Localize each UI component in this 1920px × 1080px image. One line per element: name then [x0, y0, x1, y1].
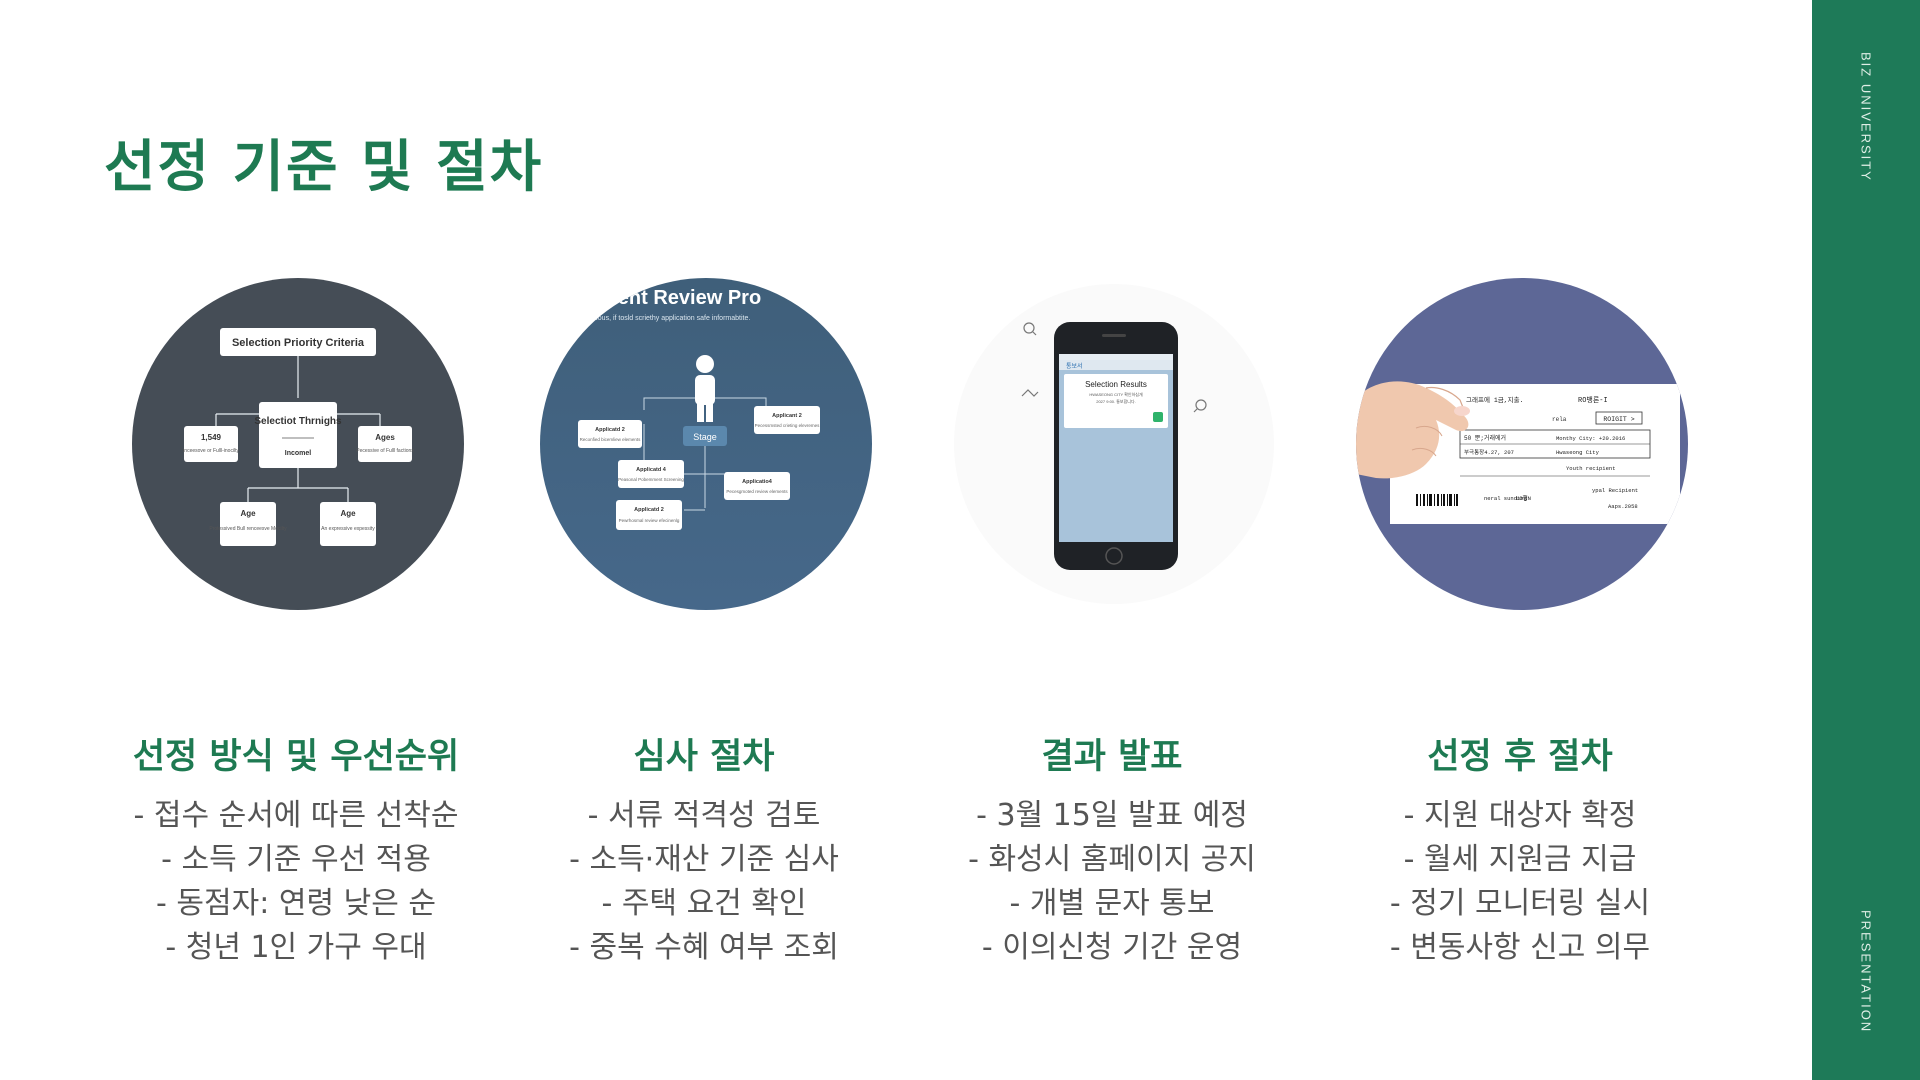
bullet-item: - 주택 요건 확인 [601, 886, 807, 921]
hand-image [1356, 381, 1470, 479]
bullet-item: - 서류 적격성 검토 [587, 798, 821, 833]
wave-icon [1021, 389, 1039, 397]
bullet-list: - 접수 순서에 따른 선착순 - 소득 기준 우선 적용 - 동점자: 연령 … [92, 794, 500, 970]
phone-card-line1: HWASEONG CITY 확인하십개 [1089, 391, 1143, 397]
person-icon [695, 355, 715, 422]
phone-call-icon [1153, 412, 1163, 422]
bullet-item: - 화성시 홈페이지 공지 [968, 842, 1256, 877]
bullet-item: - 이의신청 기간 운영 [981, 930, 1243, 965]
flowchart-right-sub: Pecessive of Fulll factions [356, 448, 414, 454]
review-box-title: Applicatd 2 [595, 427, 625, 433]
card-row2-right: Hwaseong City [1556, 449, 1600, 456]
review-box-sub: Pecesgmoted review elements [726, 489, 788, 494]
bullet-item: - 정기 모니터링 실시 [1389, 886, 1651, 921]
phone-image: 통보서 Selection Results HWASEONG CITY 확인하십… [948, 278, 1280, 610]
bullet-item: - 지원 대상자 확정 [1403, 798, 1637, 833]
criteria-flowchart-image: Selection Priority Criteria Selectiot Th… [132, 278, 464, 610]
review-diagram-image: ment Review Pro obous, if tosld scriethy… [540, 278, 872, 610]
bullet-item: - 동점자: 연령 낮은 순 [156, 886, 436, 921]
column-heading: 선정 후 절차 [1427, 737, 1613, 777]
search-icon [1023, 322, 1035, 334]
review-box-sub: Reconfied bicemliew elements [580, 437, 642, 442]
slide-title: 선정 기준 및 절차 [104, 135, 544, 200]
flowchart-right-title: Ages [375, 433, 395, 442]
card-button-label: ROIGIT > [1603, 416, 1634, 423]
flowchart-center-sub: Incomel [285, 450, 312, 457]
card-row1-left: 50 뿐;거래에거 [1464, 434, 1506, 442]
card-header-left: 그래프에 1금,지출. [1466, 395, 1523, 404]
bullet-item: - 3월 15일 발표 예정 [976, 798, 1248, 833]
bullet-list: - 지원 대상자 확정 - 월세 지원금 지급 - 정기 모니터링 실시 - 변… [1316, 794, 1724, 970]
bullet-list: - 3월 15일 발표 예정 - 화성시 홈페이지 공지 - 개별 문자 통보 … [908, 794, 1316, 970]
review-box-sub: Peasonal Pobemment Screening [618, 477, 684, 482]
card-foot-right2: Aaps.2058 [1608, 503, 1638, 510]
bullet-item: - 월세 지원금 지급 [1403, 842, 1637, 877]
flowchart-bottom-right-sub: An expressive expessity [321, 526, 375, 532]
card-row2-left: 부극통장4.27, 207 [1464, 449, 1514, 456]
card-row1-right: Monthy City: +20.2016 [1556, 435, 1625, 442]
columns: Selection Priority Criteria Selectiot Th… [92, 278, 1724, 970]
flowchart-center-title: Selectiot Thrnighs [254, 416, 342, 427]
card-foot-mid: LO행N [1516, 494, 1531, 502]
review-box-title: Applicatd 4 [636, 467, 667, 473]
bullet-list: - 서류 적격성 검토 - 소득·재산 기준 심사 - 주택 요건 확인 - 중… [500, 794, 908, 970]
bullet-item: - 소득 기준 우선 적용 [161, 842, 431, 877]
flowchart-left-title: 1,549 [201, 433, 222, 442]
flowchart-bottom-left-sub: Protessived Bull renceesve Mocilty [209, 526, 287, 532]
chat-icon [1195, 399, 1207, 411]
side-label-bottom: PRESENTATION [1858, 910, 1874, 1034]
bullet-item: - 소득·재산 기준 심사 [569, 842, 839, 877]
card-foot-right1: ypal Recipient [1592, 487, 1638, 494]
review-box-title: Applicant 2 [772, 413, 802, 419]
review-box-title: Applicatio4 [742, 479, 773, 485]
card-foot-left: neral sunding [1484, 495, 1527, 502]
flowchart-top-label: Selection Priority Criteria [232, 337, 365, 349]
review-box-sub: Pewrhosmal review efecinenlg [619, 518, 680, 523]
bullet-item: - 청년 1인 가구 우대 [165, 930, 427, 965]
flowchart-bottom-right-title: Age [340, 509, 356, 518]
bullet-item: - 중복 수혜 여부 조회 [569, 930, 839, 965]
review-diagram-title: ment Review Pro [600, 287, 761, 309]
column-heading: 심사 절차 [633, 737, 775, 777]
flowchart-bottom-left-title: Age [240, 509, 256, 518]
bullet-item: - 변동사항 신고 의무 [1389, 930, 1651, 965]
phone-nav-label: 통보서 [1066, 362, 1083, 370]
review-diagram-subtitle: obous, if tosld scriethy application saf… [590, 315, 750, 322]
review-box-title: Applicatd 2 [634, 507, 664, 513]
side-label-top: BIZ UNIVERSITY [1858, 52, 1874, 182]
side-band: BIZ UNIVERSITY PRESENTATION [1812, 0, 1920, 1080]
column-heading: 결과 발표 [1041, 737, 1183, 777]
card-row3-right: Youth recipient [1566, 465, 1616, 472]
bullet-item: - 개별 문자 통보 [1009, 886, 1215, 921]
column-heading: 선정 방식 및 우선순위 [132, 737, 460, 777]
card-in-hand-image: 그래프에 1금,지출. RO뱅론-I rela ROIGIT > 50 뿐;거래… [1356, 278, 1688, 610]
card-field: rela [1552, 416, 1567, 423]
phone-card-title: Selection Results [1085, 380, 1147, 389]
phone-card-line2: 2027 9:00. 통보합니다. [1096, 398, 1136, 404]
stage-label: Stage [693, 432, 717, 442]
bullet-item: - 접수 순서에 따른 선착순 [133, 798, 459, 833]
review-box-sub: Pecessmsted crieting elevremes [755, 423, 821, 428]
flowchart-left-sub: Inceesove or Fulll-inocilty [183, 448, 240, 454]
barcode [1416, 494, 1458, 506]
card-header-right: RO뱅론-I [1578, 395, 1608, 405]
